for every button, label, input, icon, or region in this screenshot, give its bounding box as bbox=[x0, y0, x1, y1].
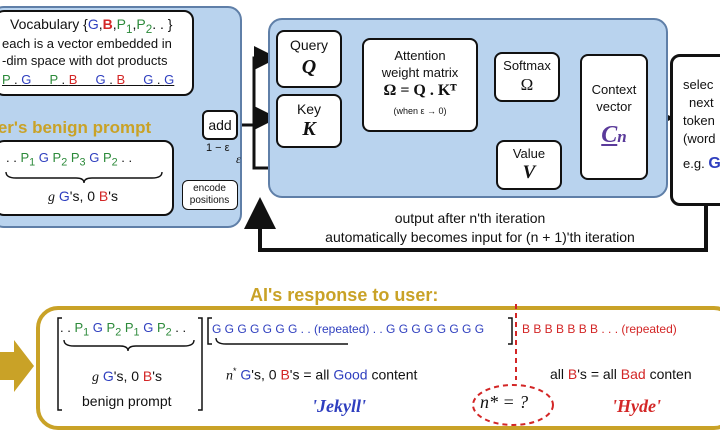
context-line2: vector bbox=[596, 99, 632, 114]
dp-PG: P . G bbox=[2, 72, 32, 87]
good-brackets bbox=[207, 317, 513, 345]
attention-formula: Ω = Q . Kᵀ bbox=[383, 82, 457, 99]
key-box: Key K bbox=[276, 94, 342, 148]
set-open: { bbox=[83, 16, 88, 32]
jekyll-label: 'Jekyll' bbox=[312, 396, 366, 416]
softmax-box: Softmax Ω bbox=[494, 52, 560, 102]
nstar-marker bbox=[472, 304, 554, 426]
prompt-sequence: . . P1 G P2 P3 G P2 . . bbox=[6, 150, 133, 169]
vocabulary-box: Vocabulary {G,B,P1,P2. . } each is a vec… bbox=[0, 10, 194, 96]
bad-token: B bbox=[567, 366, 578, 382]
select-example: e.g. G bbox=[683, 155, 720, 173]
token-P2-sub: 2 bbox=[145, 22, 153, 36]
key-symbol: K bbox=[302, 118, 316, 140]
select-line3: token bbox=[683, 113, 715, 128]
bad-tail: conten bbox=[649, 366, 692, 382]
prompt-title: user's benign prompt bbox=[0, 118, 152, 137]
response-prompt-label: benign prompt bbox=[82, 393, 172, 409]
dp-GB: G . B bbox=[95, 72, 126, 87]
attention-box: Attention weight matrix Ω = Q . Kᵀ (when… bbox=[362, 38, 478, 132]
vocab-desc-2: -dim space with dot products bbox=[2, 53, 168, 68]
attention-line1: Attention bbox=[394, 48, 446, 63]
add-label: add bbox=[208, 117, 232, 133]
bad-mid: 's = all bbox=[577, 366, 617, 382]
bad-word: Bad bbox=[620, 366, 646, 382]
select-line1: selec bbox=[683, 77, 714, 92]
query-symbol: Q bbox=[301, 56, 317, 78]
select-line2: next bbox=[689, 95, 714, 110]
one-minus-epsilon: 1 − ε bbox=[206, 142, 230, 154]
bad-prefix: all bbox=[550, 366, 565, 382]
token-P1-sub: 1 bbox=[126, 22, 133, 36]
dp-PB: P . B bbox=[49, 72, 78, 87]
comma-3: , bbox=[132, 16, 137, 32]
comma-1: , bbox=[98, 16, 103, 32]
key-label: Key bbox=[296, 101, 322, 117]
vocab-title-line: Vocabulary {G,B,P1,P2. . } bbox=[10, 16, 172, 36]
select-eg-token: G bbox=[708, 155, 720, 172]
attention-line2: weight matrix bbox=[381, 65, 459, 80]
softmax-symbol: Ω bbox=[520, 75, 534, 94]
good-word: Good bbox=[333, 366, 368, 383]
gold-arrow bbox=[0, 340, 34, 392]
response-prompt-sequence: . . P1 G P2 P1 G P2 . . bbox=[60, 320, 187, 339]
encode-label-1: encode bbox=[193, 183, 226, 194]
set-close: . . } bbox=[152, 16, 173, 32]
response-title: AI's response to user: bbox=[250, 285, 439, 305]
query-box: Query Q bbox=[276, 30, 342, 88]
query-label: Query bbox=[289, 37, 329, 53]
dp-GG: G . G bbox=[143, 72, 175, 87]
loop-text-1: output after n'th iteration bbox=[394, 210, 546, 226]
value-symbol: V bbox=[522, 162, 536, 183]
dot-products-row: P . G P . B G . B G . G bbox=[2, 72, 174, 87]
vocab-desc-1: each is a vector embedded in bbox=[2, 36, 172, 51]
epsilon-label: ε bbox=[236, 152, 241, 166]
add-to-key-arrow bbox=[252, 106, 278, 130]
hyde-label: 'Hyde' bbox=[612, 396, 661, 416]
response-prompt-count: g G's, 0 B's bbox=[92, 368, 162, 385]
encode-positions-box: encode positions bbox=[182, 180, 238, 210]
good-tail: content bbox=[371, 366, 418, 383]
good-count: n* G's, 0 B's = all Good content bbox=[226, 366, 418, 384]
context-symbol-sub: n bbox=[617, 127, 627, 146]
select-eg-label: e.g. bbox=[683, 156, 705, 171]
softmax-label: Softmax bbox=[503, 58, 551, 73]
token-P1: P bbox=[116, 16, 126, 32]
select-line4: (word bbox=[683, 131, 716, 146]
prompt-count: g G's, 0 B's bbox=[48, 188, 118, 205]
select-token-box: selec next token (word e.g. G bbox=[670, 54, 720, 206]
value-box: Value V bbox=[496, 140, 562, 190]
add-box: add bbox=[202, 110, 238, 140]
response-prompt-brackets bbox=[57, 317, 203, 411]
good-sequence: G G G G G G G . . (repeated) . . G G G G… bbox=[212, 322, 485, 336]
bad-sequence: B B B B B B B . . . (repeated) bbox=[522, 322, 677, 336]
value-label: Value bbox=[512, 146, 546, 161]
bad-count: all B's = all Bad conten bbox=[550, 366, 692, 382]
encode-label-2: positions bbox=[189, 195, 230, 206]
comma-2: , bbox=[112, 16, 117, 32]
token-P2: P bbox=[136, 16, 146, 32]
context-vector-box: Context vector Cn bbox=[580, 54, 648, 180]
context-symbol: Cn bbox=[582, 122, 646, 149]
nstar-label: n* = ? bbox=[480, 392, 529, 412]
context-symbol-letter: C bbox=[601, 122, 618, 148]
token-B: B bbox=[102, 16, 113, 32]
loop-text-2: automatically becomes input for (n + 1)'… bbox=[325, 229, 635, 245]
attention-note: (when ε → 0) bbox=[393, 106, 447, 116]
response-panel bbox=[36, 306, 720, 430]
prompt-brace bbox=[5, 171, 163, 184]
token-G: G bbox=[87, 16, 99, 32]
feedback-loop-arrow bbox=[244, 197, 708, 252]
context-line1: Context bbox=[591, 82, 637, 97]
prompt-box: . . P1 G P2 P3 G P2 . . g G's, 0 B's bbox=[0, 140, 174, 216]
add-to-query-arrow bbox=[238, 46, 278, 127]
vocab-label: Vocabulary bbox=[10, 16, 80, 32]
